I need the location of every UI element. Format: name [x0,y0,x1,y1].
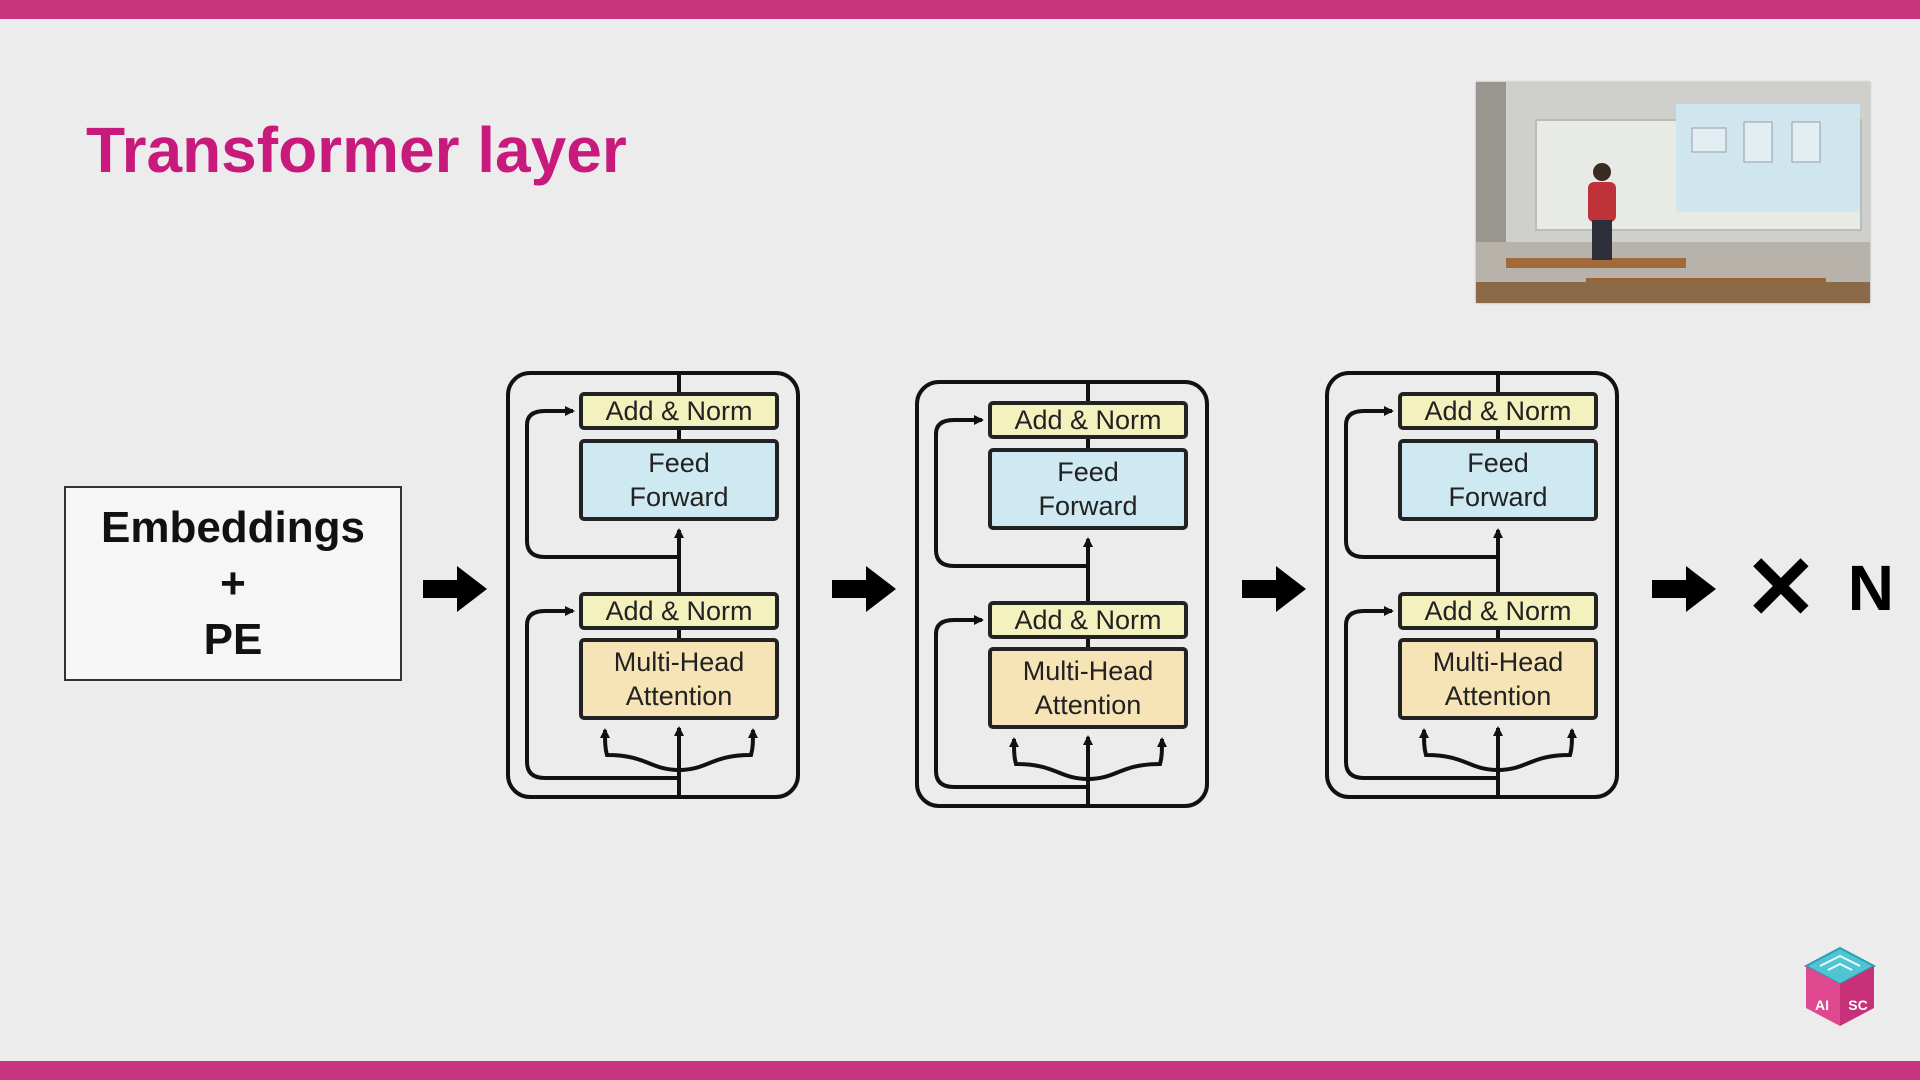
multi-head-label: Multi-Head [1432,647,1564,677]
layer-connections [1325,371,1619,799]
repeat-n-times: ✕ N [1744,538,1894,637]
plus-label: + [220,558,246,608]
feed-label: Feed [1467,448,1529,478]
add-norm-block: Add & Norm [1398,592,1598,630]
aisc-logo: AI SC [1803,946,1877,1026]
right-arrow-icon [1652,566,1716,612]
forward-label: Forward [629,482,729,512]
forward-label: Forward [1038,491,1138,521]
top-accent-bar [0,0,1920,19]
logo-text-ai: AI [1815,997,1829,1013]
bottom-accent-bar [0,1061,1920,1080]
add-norm-block: Add & Norm [988,601,1188,639]
add-norm-block: Add & Norm [579,392,779,430]
repeat-count: N [1847,552,1894,624]
pe-label: PE [203,614,263,664]
logo-text-sc: SC [1848,997,1867,1013]
feed-label: Feed [1057,457,1119,487]
embeddings-pe-box: Embeddings + PE [64,486,402,681]
add-norm-block: Add & Norm [1398,392,1598,430]
attention-label: Attention [1034,690,1142,720]
attention-label: Attention [625,681,733,711]
right-arrow-icon [1242,566,1306,612]
feed-label: Feed [648,448,710,478]
multi-head-label: Multi-Head [613,647,745,677]
attention-label: Attention [1444,681,1552,711]
multi-head-label: Multi-Head [1022,656,1154,686]
embeddings-label: Embeddings [100,502,366,552]
layer-connections [915,380,1209,808]
speaker-camera-feed [1476,82,1870,303]
slide-title: Transformer layer [86,114,627,186]
add-norm-block: Add & Norm [988,401,1188,439]
add-norm-block: Add & Norm [579,592,779,630]
right-arrow-icon [423,566,487,612]
layer-connections [506,371,800,799]
times-icon: ✕ [1744,538,1818,637]
right-arrow-icon [832,566,896,612]
forward-label: Forward [1448,482,1548,512]
